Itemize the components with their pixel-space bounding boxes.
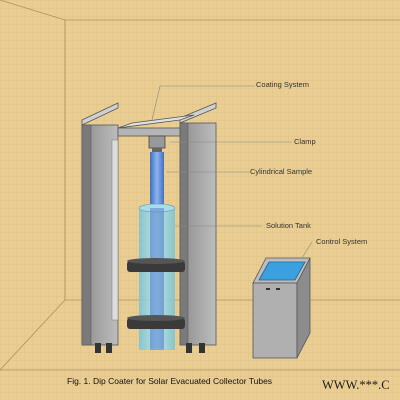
right-pillar — [179, 102, 217, 353]
left-pillar — [81, 102, 119, 353]
figure-caption: Fig. 1. Dip Coater for Solar Evacuated C… — [67, 376, 272, 386]
tank-bands — [127, 258, 185, 329]
control-screen — [258, 261, 306, 281]
label-leaders — [151, 85, 313, 259]
room-perspective-lines — [0, 0, 400, 371]
clamp — [148, 135, 166, 152]
label-clamp: Clamp — [294, 137, 316, 146]
label-solution-tank: Solution Tank — [266, 221, 311, 230]
watermark: WWW.***.C — [322, 378, 390, 392]
control-system — [252, 257, 311, 359]
label-control-system: Control System — [316, 237, 367, 246]
label-coating-system: Coating System — [256, 80, 309, 89]
solution-tank — [138, 203, 176, 350]
label-cylindrical-sample: Cylindrical Sample — [250, 167, 312, 176]
